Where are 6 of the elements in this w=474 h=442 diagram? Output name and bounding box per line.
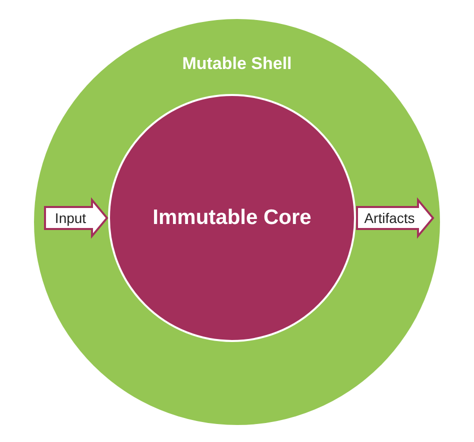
edge-label: Input (54, 210, 86, 226)
edge-label: Artifacts (364, 210, 415, 226)
block-arrow (356, 197, 434, 239)
block-arrow (44, 197, 108, 239)
circle-title: Mutable Shell (182, 54, 292, 74)
circle-title: Immutable Core (152, 206, 312, 230)
